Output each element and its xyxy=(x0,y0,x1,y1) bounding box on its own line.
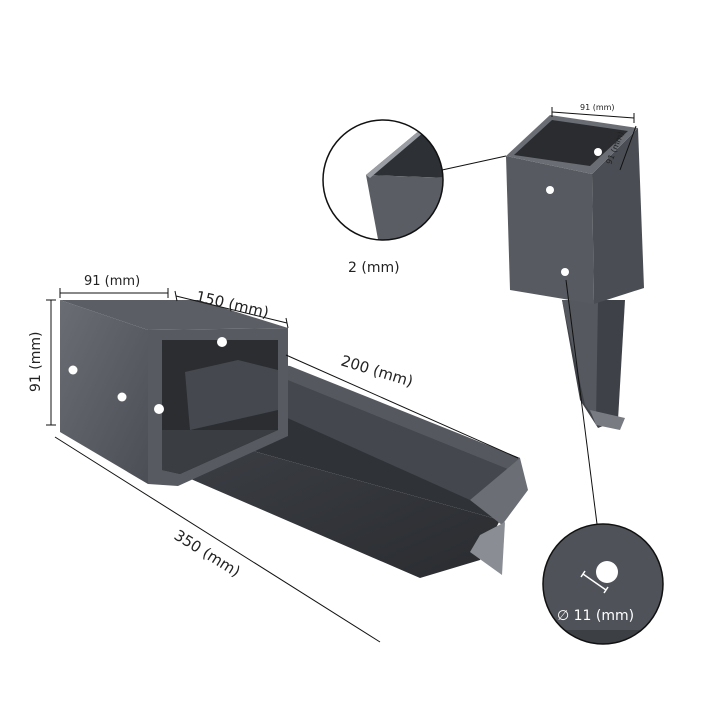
vertical-box-front xyxy=(506,156,594,304)
callout-leader-top xyxy=(441,155,507,171)
hole-detail-edge xyxy=(543,630,663,644)
thickness-edge xyxy=(366,130,424,178)
callout-leader-bottom xyxy=(565,279,598,525)
vertical-spike-face xyxy=(562,300,598,420)
spike-inside-opening xyxy=(185,360,278,430)
dim-spike-200: 200 (mm) xyxy=(339,352,415,391)
hole xyxy=(561,268,569,276)
hole-diameter-line xyxy=(582,573,607,591)
spike-lower-plate xyxy=(170,430,500,578)
dim-top-width-right: 91 (mm) xyxy=(580,103,615,112)
hole xyxy=(117,392,127,402)
dim-total-350: 350 (mm) xyxy=(171,526,244,581)
thickness-detail-callout xyxy=(322,119,507,241)
dim-hole-diameter: ∅ 11 (mm) xyxy=(557,608,634,624)
spike-fin-edge xyxy=(238,360,520,470)
box-top-face xyxy=(60,300,288,330)
hole xyxy=(154,404,164,414)
box-inner-floor xyxy=(162,430,278,474)
hole xyxy=(546,186,554,194)
dimension-lines-right xyxy=(551,107,637,171)
vertical-spike-tip xyxy=(590,410,625,430)
hole xyxy=(594,148,602,156)
detail-circle-bottom xyxy=(542,523,664,645)
dimension-lines-left xyxy=(46,288,519,643)
vertical-post-anchor xyxy=(506,115,644,430)
horizontal-post-anchor xyxy=(60,300,528,578)
vertical-box-right xyxy=(592,128,644,304)
hole xyxy=(217,337,227,347)
thickness-outer-wall xyxy=(366,175,443,240)
hole xyxy=(68,365,78,375)
spike-tip-flap xyxy=(470,458,528,525)
dim-width-top-left: 91 (mm) xyxy=(84,274,140,289)
detail-circle-top xyxy=(322,119,444,241)
spike-tip-flap-lower xyxy=(470,522,505,575)
box-side-face xyxy=(60,300,148,484)
dim-thickness: 2 (mm) xyxy=(348,260,400,276)
hole-detail-hole xyxy=(596,561,618,583)
dim-height-left: 91 (mm) xyxy=(28,332,44,392)
